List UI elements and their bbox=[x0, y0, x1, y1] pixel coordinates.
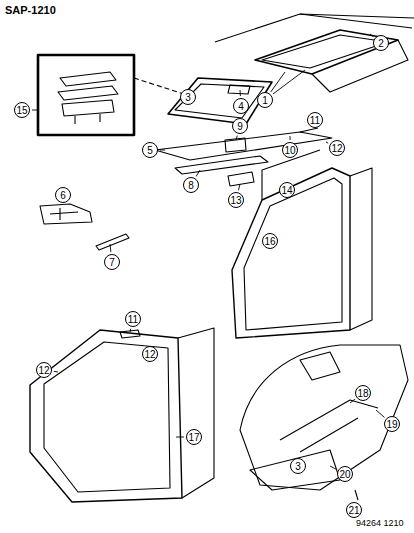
glass-inner bbox=[175, 84, 264, 118]
callout-number: 20 bbox=[337, 466, 353, 482]
glass-lower bbox=[250, 450, 340, 490]
hinge-part bbox=[58, 72, 118, 100]
callout-number: 11 bbox=[307, 112, 323, 128]
leader-line bbox=[240, 90, 241, 96]
side-panel bbox=[178, 328, 214, 498]
callout-number: 3 bbox=[290, 458, 306, 474]
callout-number: 7 bbox=[104, 254, 120, 270]
quarter-panel bbox=[240, 345, 408, 490]
leader-line bbox=[273, 70, 305, 94]
leader-line bbox=[350, 399, 355, 403]
inset-box bbox=[38, 55, 134, 135]
leader-line bbox=[160, 150, 165, 151]
leader-line bbox=[376, 410, 384, 417]
callout-number: 3 bbox=[180, 89, 196, 105]
callout-number: 14 bbox=[279, 182, 295, 198]
leader-line bbox=[196, 170, 200, 176]
leader-line bbox=[32, 110, 38, 111]
callout-number: 12 bbox=[329, 140, 345, 156]
drawing-code: SAP-1210 bbox=[5, 4, 56, 16]
rod bbox=[96, 234, 129, 250]
callout-number: 12 bbox=[142, 346, 158, 362]
callout-number: 2 bbox=[373, 35, 389, 51]
callout-number: 1 bbox=[257, 92, 273, 108]
lower-door-inner bbox=[44, 342, 170, 492]
hinge-bracket bbox=[62, 100, 114, 116]
callout-number: 6 bbox=[55, 187, 71, 203]
callout-number: 13 bbox=[228, 192, 244, 208]
support-rod bbox=[280, 400, 378, 440]
hinge-screws bbox=[75, 114, 100, 124]
callout-number: 15 bbox=[14, 102, 30, 118]
callout-number: 16 bbox=[262, 233, 278, 249]
glass-handle bbox=[228, 85, 250, 94]
drawing-code: 94264 1210 bbox=[356, 518, 404, 528]
roof-panel bbox=[312, 40, 408, 92]
door-flange bbox=[244, 178, 342, 330]
leader-line bbox=[130, 329, 132, 332]
glass-panel bbox=[168, 78, 272, 124]
latch-handle bbox=[40, 204, 92, 224]
leader-line bbox=[110, 244, 112, 252]
callout-number: 17 bbox=[186, 429, 202, 445]
roof-rail bbox=[300, 128, 318, 132]
quarter-bracket bbox=[300, 352, 340, 380]
leader-line bbox=[330, 466, 336, 469]
callout-number: 10 bbox=[282, 142, 298, 158]
roof-opening bbox=[255, 30, 398, 74]
leader-line bbox=[238, 184, 240, 190]
leader-line bbox=[176, 437, 184, 438]
callout-number: 11 bbox=[125, 311, 141, 327]
callout-number: 9 bbox=[232, 118, 248, 134]
callout-number: 12 bbox=[36, 362, 52, 378]
callout-number: 21 bbox=[346, 502, 362, 518]
handle-detail bbox=[50, 208, 78, 220]
b-pillar bbox=[350, 168, 372, 330]
lower-door-frame bbox=[30, 330, 182, 502]
callout-number: 19 bbox=[384, 416, 400, 432]
callout-number: 5 bbox=[142, 142, 158, 158]
frame-rail bbox=[155, 132, 332, 160]
latch-bracket bbox=[228, 172, 254, 186]
roof-line bbox=[300, 14, 412, 28]
support-strut bbox=[300, 418, 358, 452]
leader-line bbox=[370, 34, 373, 37]
leader-line bbox=[236, 136, 237, 140]
latch-track bbox=[175, 156, 268, 174]
leader-line bbox=[54, 371, 58, 373]
callout-number: 4 bbox=[233, 98, 249, 114]
leader-line bbox=[326, 142, 328, 143]
leader-line bbox=[290, 136, 291, 140]
callout-number: 8 bbox=[183, 177, 199, 193]
leader-line bbox=[271, 72, 285, 92]
latch bbox=[225, 138, 246, 152]
door-opening bbox=[232, 168, 350, 338]
callout-number: 18 bbox=[355, 385, 371, 401]
leader-line bbox=[195, 85, 200, 90]
opening-flange bbox=[262, 35, 388, 68]
lower-screw bbox=[355, 490, 358, 500]
